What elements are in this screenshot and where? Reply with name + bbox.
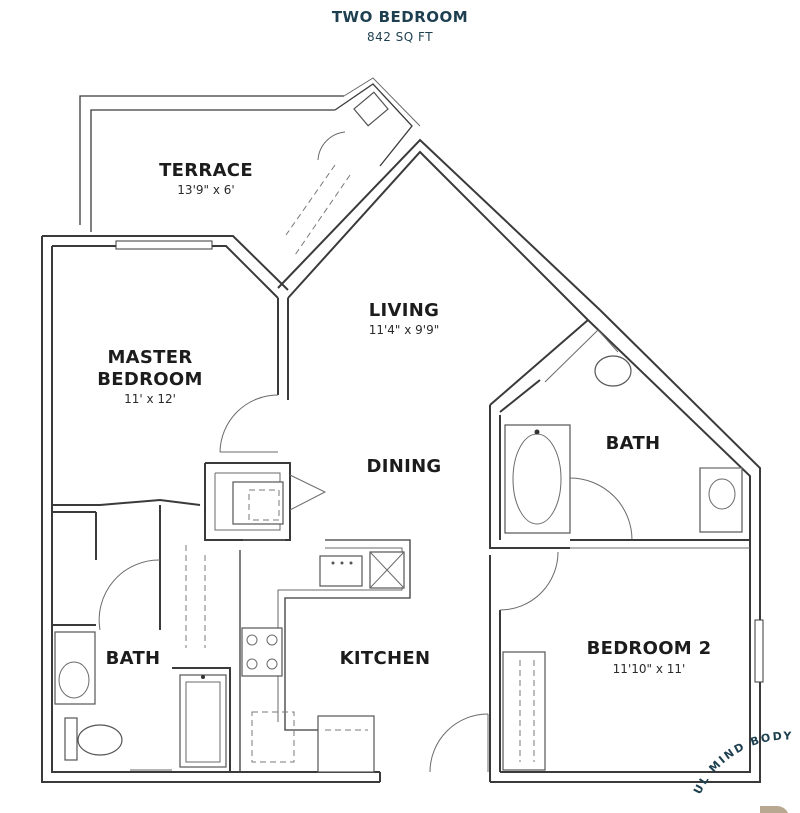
master-bedroom-walls: [52, 298, 289, 630]
soaking-tub: [504, 424, 571, 534]
plan-title: TWO BEDROOM: [331, 8, 469, 26]
terrace-label: TERRACE: [159, 160, 253, 181]
master-window: [115, 240, 213, 250]
right-bath: [489, 319, 750, 549]
kitchen-sink: [319, 555, 363, 587]
brand-logo-fragment: [760, 805, 788, 813]
laundry-unit: [232, 481, 284, 525]
bedroom2-closet: [502, 651, 546, 771]
bedroom2-door-swing: [499, 551, 559, 611]
master-dimensions: 11' x 12': [124, 392, 176, 406]
master-door-swing: [219, 394, 279, 453]
bedroom2-dimensions: 11'10" x 11': [613, 662, 686, 676]
living-dimensions: 11'4" x 9'9": [369, 323, 440, 337]
right-vanity: [699, 467, 743, 533]
exterior-walls: [41, 138, 764, 783]
terrace-planter: [353, 91, 389, 127]
terrace-walls: [79, 77, 421, 256]
terrace-door-swing: [317, 131, 346, 161]
master-label-line2: BEDROOM: [97, 369, 202, 390]
plan-square-footage: 842 SQ FT: [366, 30, 434, 44]
left-bath-label: BATH: [106, 648, 161, 669]
refrigerator: [251, 711, 295, 763]
right-bath-label: BATH: [606, 433, 661, 454]
toilet-tank: [64, 717, 78, 761]
left-bath-door-swing: [98, 559, 161, 631]
right-bath-door-swing: [569, 477, 633, 541]
kitchen-fixtures: [239, 539, 411, 773]
living-label: LIVING: [369, 300, 439, 321]
stove: [241, 627, 283, 677]
plan-header: TWO BEDROOM 842 SQ FT: [0, 8, 800, 44]
right-toilet: [594, 355, 632, 387]
bedroom2-label: BEDROOM 2: [587, 638, 712, 659]
left-bathtub: [179, 674, 227, 768]
entry-door-swing: [429, 713, 489, 773]
kitchen-label: KITCHEN: [340, 648, 431, 669]
master-label-line1: MASTER: [107, 347, 192, 368]
left-bath: [52, 545, 231, 772]
bedroom2-window: [754, 619, 764, 683]
left-vanity: [54, 631, 96, 705]
dining-label: DINING: [366, 456, 441, 477]
toilet: [77, 724, 123, 756]
bedroom2-walls: [429, 551, 559, 773]
pantry: [317, 715, 375, 773]
laundry-closet: [204, 462, 327, 541]
terrace-dimensions: 13'9" x 6': [177, 183, 234, 197]
brand-seal-text: UL MIND BODY: [691, 730, 793, 797]
laundry-door: [289, 474, 327, 511]
